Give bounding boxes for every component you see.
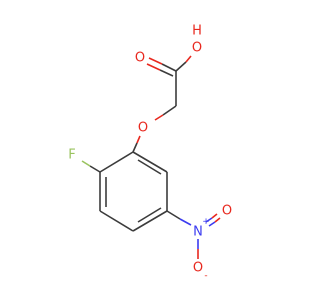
bond-ch2-o-red xyxy=(154,114,164,121)
bond-c-f xyxy=(89,165,101,173)
bond-o-ring xyxy=(136,135,141,144)
bond-c-f-green xyxy=(81,160,91,167)
ring-bond-3 xyxy=(132,210,168,232)
bond-n-o-double-2 xyxy=(208,221,216,227)
atom-fluorine: F xyxy=(68,148,75,163)
bond-c-o-double-1-red xyxy=(148,57,163,65)
bond-n-o-double-2-red xyxy=(214,217,221,223)
molecule-diagram: H O O O F N + O O - xyxy=(68,24,232,282)
bond-n-o-double-1-red xyxy=(211,213,218,219)
ring-double-2 xyxy=(137,207,162,223)
charge-nitro-n: + xyxy=(202,217,210,227)
atom-hydroxyl-o: O xyxy=(192,41,202,56)
ring-bond-4 xyxy=(99,210,134,232)
atom-ether-o: O xyxy=(138,121,148,136)
ring-bond-1 xyxy=(132,151,168,173)
atom-nitro-n: N xyxy=(193,225,203,240)
carboxylic-acid-group xyxy=(146,55,192,106)
bond-c-n-blue xyxy=(179,218,192,226)
bond-n-o-double-1 xyxy=(205,217,213,223)
bond-c-o-double-2 xyxy=(159,69,174,77)
ring-bond-6 xyxy=(99,151,134,173)
bond-ch2-o xyxy=(162,105,177,116)
atom-carbonyl-o: O xyxy=(135,51,145,66)
bond-c-o-double-1 xyxy=(161,63,177,72)
bond-c-o-double-2-red xyxy=(146,63,161,71)
ether-linkage xyxy=(132,105,177,153)
ring-double-1 xyxy=(137,159,162,175)
atom-nitro-o-double: O xyxy=(222,204,232,219)
bond-c-oh-red xyxy=(185,55,192,63)
bond-c-n xyxy=(166,210,181,220)
charge-nitro-o-minus: - xyxy=(204,271,207,281)
bond-o-ring-dark xyxy=(132,142,138,153)
benzene-ring xyxy=(99,151,168,232)
atom-hydroxyl-h: H xyxy=(192,24,202,39)
fluoro-group xyxy=(81,160,101,173)
bond-c-oh xyxy=(175,61,187,72)
atom-nitro-o-minus: O xyxy=(193,261,203,276)
nitro-group xyxy=(166,210,221,259)
